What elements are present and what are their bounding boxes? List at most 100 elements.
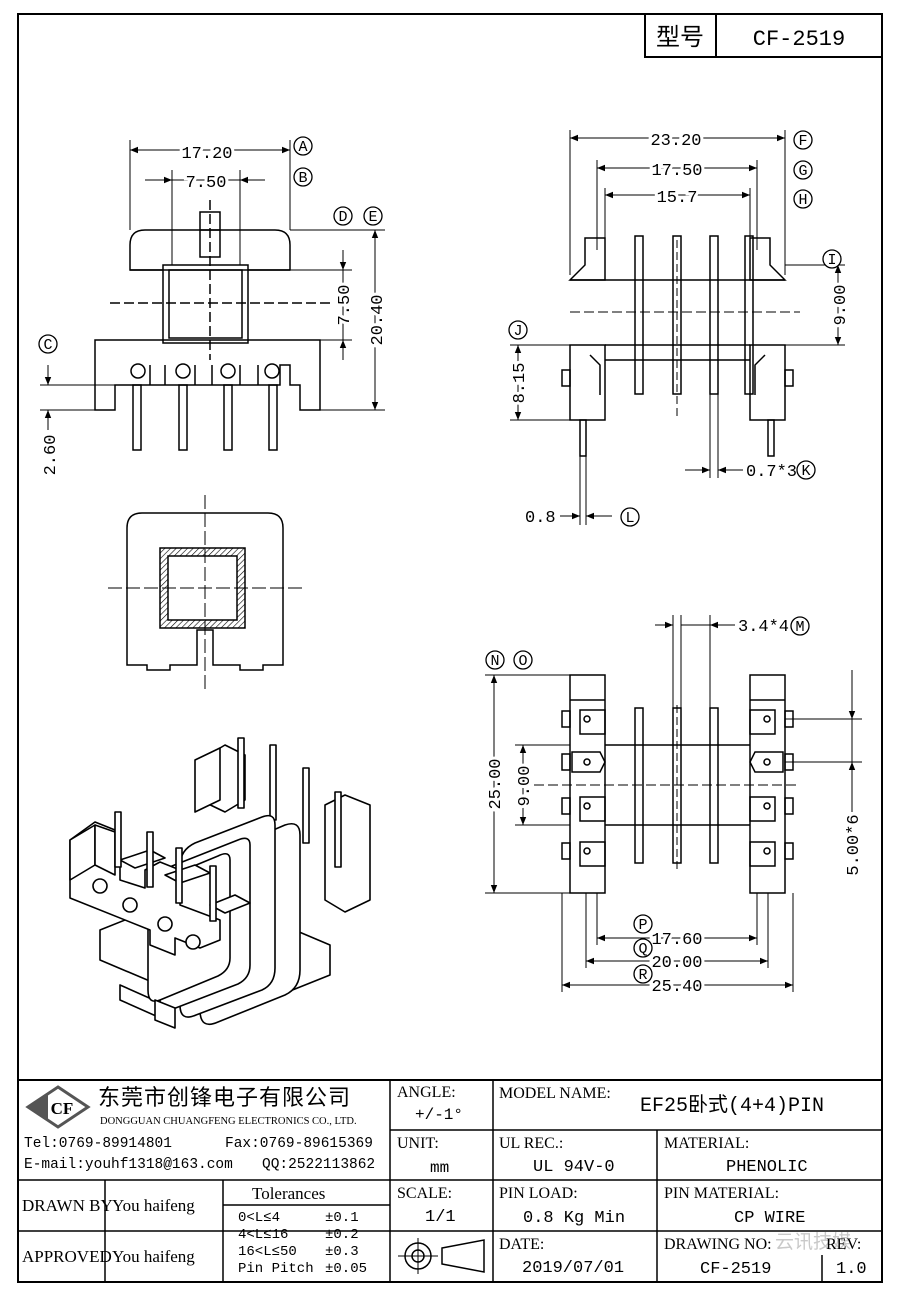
scale-value: 1/1	[425, 1208, 456, 1227]
dim-a: 17.20	[181, 145, 232, 164]
tel: Tel:0769-89914801	[24, 1136, 172, 1152]
svg-text:E: E	[368, 209, 377, 226]
drawn-by-value: You haifeng	[112, 1196, 195, 1215]
tolerance-value-1: ±0.2	[325, 1227, 359, 1243]
dim-pitch: 5.00*6	[845, 814, 864, 875]
marker-b: B	[293, 167, 313, 187]
marker-a: A	[293, 136, 313, 156]
svg-text:A: A	[298, 139, 307, 156]
tolerance-value-3: ±0.05	[325, 1261, 368, 1277]
model-name-value: EF25卧式(4+4)PIN	[640, 1095, 825, 1118]
marker-l: L	[620, 507, 640, 527]
marker-m: M	[790, 616, 810, 636]
approved-label: APPROVED	[22, 1247, 112, 1266]
markers: A B C D E F G H I J K L M N O P Q R	[38, 130, 842, 984]
dim-nine: 9.00	[516, 766, 535, 807]
marker-g: G	[793, 160, 813, 180]
model-name-label: MODEL NAME:	[499, 1085, 611, 1102]
marker-f: F	[793, 130, 813, 150]
unit-value: mm	[430, 1159, 450, 1177]
bottom-view	[485, 615, 862, 992]
pin-material-value: CP WIRE	[734, 1209, 806, 1228]
tolerance-range-3: Pin Pitch	[238, 1261, 314, 1277]
dim-f: 23.20	[650, 132, 701, 151]
svg-text:F: F	[798, 133, 807, 150]
pin-material-label: PIN MATERIAL:	[664, 1185, 780, 1202]
bottom-view-labels: 3.4*4 25.00 9.00 5.00*6 17.60 20.00 25.4…	[484, 618, 864, 1000]
rev-value: 1.0	[836, 1260, 867, 1279]
svg-text:N: N	[490, 653, 499, 670]
marker-c: C	[38, 334, 58, 354]
tolerances-label: Tolerances	[252, 1184, 326, 1203]
watermark: 云讯技媒	[775, 1231, 852, 1253]
dim-h: 15.7	[657, 189, 698, 208]
type-label: 型号	[656, 23, 704, 51]
dim-j: 8.15	[511, 363, 530, 404]
svg-text:J: J	[513, 323, 522, 340]
svg-text:P: P	[638, 917, 647, 934]
svg-text:G: G	[798, 163, 807, 180]
ul-rec-label: UL REC.:	[499, 1135, 564, 1152]
sheet-border	[17, 13, 883, 1283]
svg-text:L: L	[625, 510, 634, 527]
tolerance-value-2: ±0.3	[325, 1244, 359, 1260]
svg-text:Q: Q	[638, 941, 647, 958]
header-box: 型号 CF-2519	[644, 13, 883, 58]
marker-i: I	[822, 249, 842, 269]
tolerance-range-0: 0<L≤4	[238, 1210, 281, 1226]
email: E-mail:youhf1318@163.com	[24, 1157, 233, 1173]
title-block-grid	[18, 1079, 882, 1282]
company-logo: CF	[25, 1085, 91, 1129]
material-label: MATERIAL:	[664, 1135, 750, 1152]
dim-c: 2.60	[42, 435, 61, 476]
angle-label: ANGLE:	[397, 1084, 456, 1101]
tolerance-range-1: 4<L≤16	[238, 1227, 289, 1243]
svg-text:D: D	[338, 209, 347, 226]
svg-text:O: O	[518, 653, 527, 670]
marker-r: R	[633, 964, 653, 984]
dim-m: 3.4*4	[738, 618, 789, 637]
model-code: CF-2519	[753, 27, 845, 52]
svg-text:H: H	[798, 192, 807, 209]
dim-no: 25.00	[487, 758, 506, 809]
fax: Fax:0769-89615369	[225, 1136, 373, 1152]
ul-rec-value: UL 94V-0	[533, 1158, 615, 1177]
marker-o: O	[513, 650, 533, 670]
tolerance-value-0: ±0.1	[325, 1210, 359, 1226]
dim-r: 25.40	[651, 978, 702, 997]
side-view	[510, 130, 845, 525]
svg-text:K: K	[801, 463, 810, 480]
front-view-labels: 17.20 7.50 20.40 7.50 2.60	[42, 142, 391, 476]
material-value: PHENOLIC	[726, 1158, 808, 1177]
marker-p: P	[633, 914, 653, 934]
rev-label: REV:	[826, 1236, 862, 1253]
approved-value: You haifeng	[112, 1247, 195, 1266]
unit-label: UNIT:	[397, 1135, 439, 1152]
date-value: 2019/07/01	[522, 1259, 625, 1278]
company-name-cn: 东莞市创锋电子有限公司	[98, 1086, 352, 1111]
dim-l: 0.8	[525, 509, 556, 528]
qq: QQ:2522113862	[262, 1157, 376, 1173]
scale-label: SCALE:	[397, 1185, 453, 1202]
svg-text:C: C	[43, 337, 52, 354]
marker-h: H	[793, 189, 813, 209]
marker-n: N	[485, 650, 505, 670]
svg-text:R: R	[638, 967, 647, 984]
drawing-no-value: CF-2519	[700, 1260, 772, 1279]
dim-p: 17.60	[651, 931, 702, 950]
pin-load-label: PIN LOAD:	[499, 1185, 578, 1202]
drawing-no-label: DRAWING NO:	[664, 1236, 772, 1253]
tolerance-range-2: 16<L≤50	[238, 1244, 297, 1260]
angle-value: +/-1°	[415, 1106, 464, 1124]
svg-text:I: I	[827, 252, 836, 269]
pin-load-value: 0.8 Kg Min	[523, 1209, 626, 1228]
drawn-by-label: DRAWN BY	[22, 1196, 113, 1215]
isometric-view	[69, 737, 371, 1029]
dim-q: 20.00	[651, 954, 702, 973]
dim-e: 7.50	[336, 285, 355, 326]
date-label: DATE:	[499, 1236, 545, 1253]
marker-k: K	[796, 460, 816, 480]
dim-g: 17.50	[651, 162, 702, 181]
dim-i: 9.00	[832, 285, 851, 326]
